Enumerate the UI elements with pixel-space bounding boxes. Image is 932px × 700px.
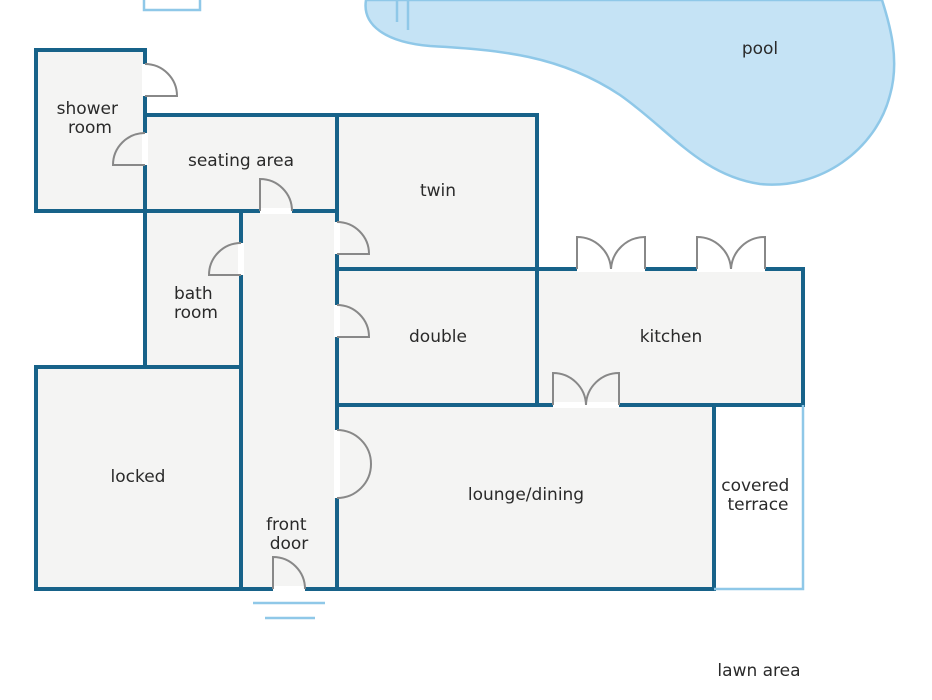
covered-terrace-label: covered terrace	[721, 476, 795, 515]
front-door-icon	[272, 555, 306, 590]
kitchen-patio-door-icon	[576, 235, 646, 270]
bath-door-icon	[207, 242, 242, 276]
shower-door-icon	[144, 63, 179, 97]
twin-door-icon	[336, 221, 371, 255]
twin-room	[335, 113, 539, 271]
double-label: double	[409, 327, 467, 347]
lounge-hall-door-icon	[336, 429, 373, 499]
kitchen-lounge-door-icon	[552, 371, 620, 406]
kitchen-label: kitchen	[640, 327, 703, 347]
seating-hall-door-icon	[259, 177, 293, 212]
locked-label: locked	[111, 467, 166, 487]
shower-seating-door-icon	[111, 132, 146, 166]
kitchen-room	[535, 267, 805, 407]
double-door-icon	[336, 304, 371, 338]
locked-room	[34, 365, 243, 591]
kitchen-patio-door-icon	[696, 235, 766, 270]
twin-label: twin	[420, 181, 456, 201]
lawn-area-label: lawn area	[717, 661, 800, 681]
outdoor-feature	[142, 0, 202, 12]
seating-area-label: seating area	[188, 151, 294, 171]
lounge-dining-room	[335, 403, 716, 591]
front-door-label: front door	[266, 515, 312, 554]
shower-room-label: shower room	[57, 99, 124, 138]
shower-room	[34, 48, 147, 213]
covered-terrace-outline	[714, 405, 805, 591]
pool-label: pool	[742, 39, 778, 59]
pool-shape	[364, 0, 896, 186]
lounge-dining-label: lounge/dining	[468, 485, 584, 505]
bath-room-label: bath room	[174, 284, 218, 323]
